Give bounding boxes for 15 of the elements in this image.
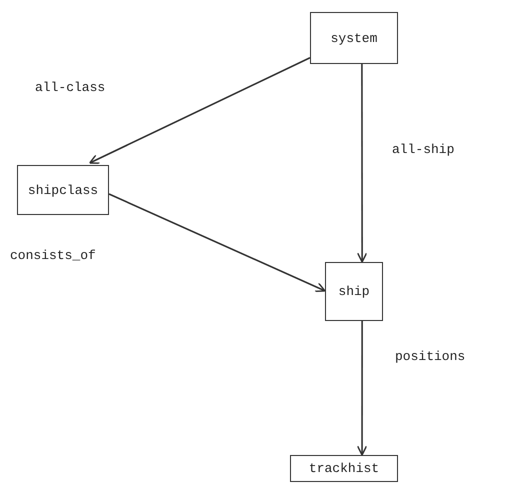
edge-label: consists_of [10, 248, 96, 263]
arrow [356, 64, 368, 263]
entity-box [290, 455, 398, 482]
entity-box [325, 262, 383, 321]
entity-name: system [330, 30, 378, 46]
edge-label: positions [395, 349, 466, 364]
arrow [108, 193, 326, 292]
arrow [88, 57, 310, 164]
entity-box [310, 12, 398, 64]
arrow [356, 321, 368, 456]
entity-name: ship [338, 284, 370, 299]
entity-name: shipclass [28, 182, 98, 198]
entity-box [17, 165, 109, 215]
entity-name: trackhist [308, 461, 380, 476]
edge-label: all-ship [392, 142, 454, 157]
